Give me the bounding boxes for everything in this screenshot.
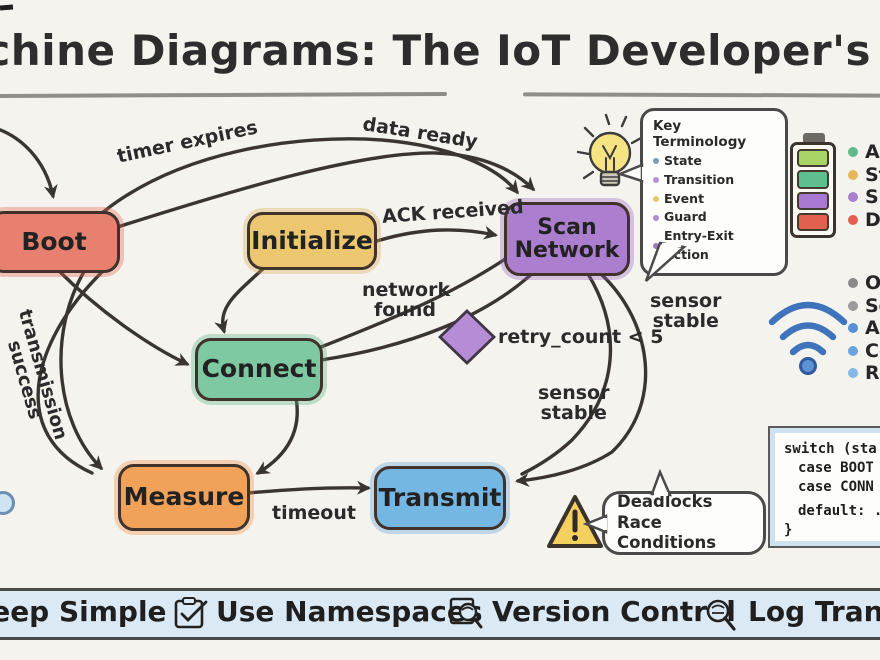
tip-version-control: Version Control — [492, 595, 736, 628]
battery-segment — [797, 212, 829, 231]
state-boot: Boot — [0, 211, 120, 273]
bullet — [848, 300, 858, 311]
terminology-title: Key Terminology — [653, 118, 747, 150]
lightbulb-icon — [576, 113, 643, 187]
terminology-item: Transition — [653, 171, 777, 190]
bullet — [848, 214, 858, 225]
arrow-initialize-to-connect — [214, 265, 267, 334]
terminology-item: Event — [653, 190, 777, 209]
arrow-initial-to-boot — [0, 128, 58, 199]
arrow-connect-to-scan-retry — [319, 257, 549, 362]
legend-item: Sl — [848, 186, 880, 209]
search-log-icon — [706, 599, 736, 631]
wifi-icon — [768, 301, 848, 375]
state-connect: Connect — [195, 338, 323, 401]
legend-item: Au — [848, 317, 880, 340]
bullet — [848, 169, 858, 180]
switch-code-box: switch (sta case BOOT case CONN default:… — [768, 426, 880, 548]
state-transmit: Transmit — [374, 466, 506, 530]
wifi-legend: Of Sc Au Co Re — [848, 272, 880, 385]
bullet — [653, 158, 659, 165]
bullet — [653, 214, 659, 221]
bullet — [653, 242, 659, 249]
bullet — [848, 323, 858, 334]
arrow-scan-to-transmit-inner — [520, 272, 613, 476]
legend-item: Re — [848, 362, 880, 385]
battery-segment — [797, 149, 829, 168]
battery-cap — [803, 133, 825, 142]
tip-use-namespaces: Use Namespaces — [216, 595, 483, 628]
bullet — [653, 195, 659, 202]
arrow-scan-to-transmit-outer — [515, 272, 648, 487]
terminology-item: State — [653, 152, 777, 171]
battery-icon — [790, 142, 836, 238]
arrow-connect-to-measure — [255, 396, 299, 475]
bullet — [848, 345, 858, 356]
clipped-node-icon — [0, 491, 15, 515]
legend-item: Sc — [848, 295, 880, 318]
guard-diamond — [437, 309, 497, 365]
pitfalls-bubble-tail — [582, 468, 672, 534]
page-title: State Machine Diagrams: The IoT Develope… — [0, 26, 880, 75]
label-timeout: timeout — [272, 502, 356, 524]
bullet — [848, 147, 858, 158]
arrow-initialize-to-scan-ack — [375, 225, 498, 243]
legend-item: Of — [848, 272, 880, 295]
legend-item: St — [848, 164, 880, 187]
state-measure: Measure — [118, 464, 250, 531]
key-bubble-tail — [616, 163, 687, 282]
tip-log-transitions: Log Transitions — [748, 595, 880, 628]
arrow-boot-to-scan-timer — [94, 137, 519, 220]
battery-segment — [797, 170, 829, 189]
document-search-icon — [449, 597, 483, 629]
tip-keep-simple: Keep Simple — [0, 595, 167, 628]
arrow-data-ready — [100, 151, 536, 234]
legend-item: Ac — [848, 141, 880, 164]
power-legend: Ac St Sl De — [848, 141, 880, 231]
warning-icon — [547, 495, 603, 548]
bullet — [848, 278, 858, 289]
tips-bar — [0, 588, 880, 640]
terminology-item: Guard — [653, 208, 777, 227]
arrow-measure-to-transmit-timeout — [246, 480, 371, 495]
bullet — [653, 177, 659, 184]
legend-item: Co — [848, 340, 880, 363]
legend-item: De — [848, 209, 880, 232]
battery-segment — [797, 191, 829, 210]
clipboard-check-icon — [174, 597, 208, 629]
bullet — [848, 368, 858, 379]
arrow-transmission-success-curve — [36, 269, 105, 475]
arrow-boot-to-connect — [56, 268, 190, 366]
state-initialize: Initialize — [247, 212, 377, 270]
bullet — [848, 192, 858, 203]
label-retry-guard: retry_count < 5 — [498, 326, 664, 348]
arrow-boot-to-measure — [59, 268, 104, 471]
